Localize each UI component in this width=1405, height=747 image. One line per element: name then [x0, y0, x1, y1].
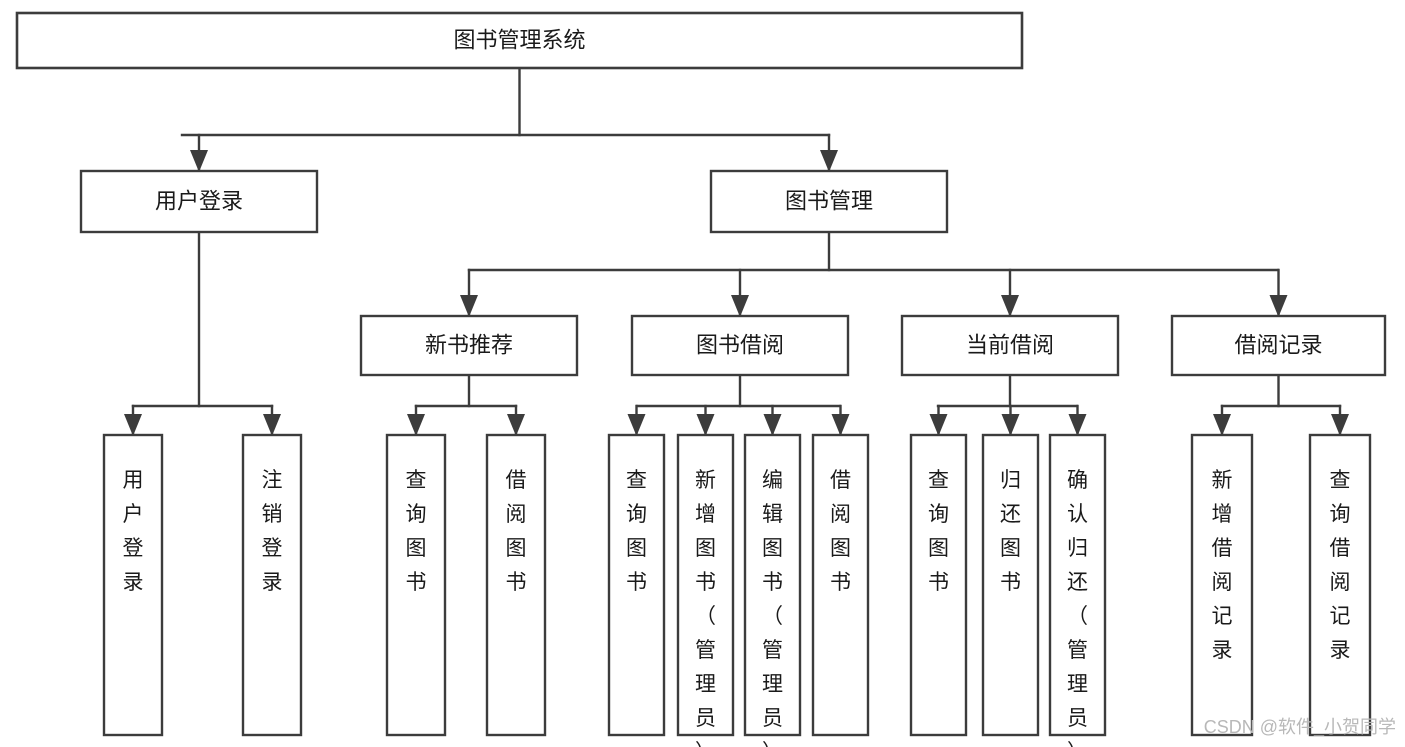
node-leaf-confirm-return-admin-label: 确认归还（管理员） — [1067, 469, 1088, 747]
arrow-head-borrow-record — [1269, 295, 1288, 317]
node-book-borrow-box[interactable] — [630, 314, 850, 377]
node-book-management-box[interactable] — [709, 169, 949, 234]
node-leaf-user-login-box[interactable] — [102, 433, 164, 737]
node-user-login[interactable]: 用户登录 — [79, 169, 319, 234]
arrow-head-book-management — [820, 150, 838, 172]
node-current-borrow[interactable]: 当前借阅 — [900, 314, 1120, 377]
node-leaf-borrow-book-mgmt-label: 借阅图书 — [830, 469, 851, 594]
node-leaf-query-borrow-record[interactable]: 查询借阅记录 — [1308, 433, 1372, 737]
node-leaf-user-logout-box[interactable] — [241, 433, 303, 737]
connector-layer — [124, 66, 1349, 436]
node-root-box[interactable] — [15, 11, 1024, 70]
node-leaf-user-login-label: 用户登录 — [123, 469, 144, 594]
node-leaf-borrow-book-mgmt-box[interactable] — [811, 433, 870, 737]
node-new-book-recommend-label: 新书推荐 — [425, 332, 513, 357]
node-leaf-query-book-rec-box[interactable] — [385, 433, 447, 737]
node-root-label: 图书管理系统 — [453, 27, 585, 52]
node-user-login-box[interactable] — [79, 169, 319, 234]
arrow-head-leaf-add-borrow-record — [1213, 414, 1231, 436]
arrow-head-leaf-user-logout — [263, 414, 281, 436]
arrow-head-leaf-confirm-return-admin — [1068, 414, 1087, 436]
node-leaf-query-book-current[interactable]: 查询图书 — [909, 433, 968, 737]
node-leaf-borrow-book-rec-box[interactable] — [485, 433, 547, 737]
node-layer: 图书管理系统用户登录图书管理新书推荐图书借阅当前借阅借阅记录用户登录注销登录查询… — [15, 11, 1387, 747]
node-leaf-query-book-mgmt-box[interactable] — [607, 433, 666, 737]
node-leaf-edit-book-admin-label: 编辑图书（管理员） — [762, 469, 783, 747]
arrow-head-leaf-query-borrow-record — [1331, 414, 1349, 436]
node-leaf-add-book-admin[interactable]: 新增图书（管理员） — [676, 433, 735, 747]
arrow-head-leaf-query-book-rec — [407, 414, 425, 436]
node-leaf-add-borrow-record-box[interactable] — [1190, 433, 1254, 737]
node-leaf-query-book-current-label: 查询图书 — [928, 469, 949, 594]
node-leaf-edit-book-admin-box[interactable] — [743, 433, 802, 737]
arrow-head-leaf-query-book-current — [929, 414, 948, 436]
node-leaf-borrow-book-mgmt[interactable]: 借阅图书 — [811, 433, 870, 737]
arrow-head-leaf-return-book — [1001, 414, 1020, 436]
node-leaf-query-book-rec[interactable]: 查询图书 — [385, 433, 447, 737]
node-borrow-record-label: 借阅记录 — [1234, 332, 1322, 357]
node-leaf-return-book-box[interactable] — [981, 433, 1040, 737]
node-book-management-label: 图书管理 — [785, 188, 873, 213]
node-leaf-add-book-admin-box[interactable] — [676, 433, 735, 737]
arrow-head-leaf-add-book-admin — [696, 414, 715, 436]
arrow-head-current-borrow — [1001, 295, 1019, 317]
node-leaf-return-book-label: 归还图书 — [1000, 469, 1021, 594]
arrow-head-book-borrow — [731, 295, 749, 317]
node-current-borrow-label: 当前借阅 — [966, 332, 1054, 357]
node-leaf-query-borrow-record-label: 查询借阅记录 — [1330, 469, 1351, 662]
node-new-book-recommend-box[interactable] — [359, 314, 579, 377]
node-leaf-user-logout[interactable]: 注销登录 — [241, 433, 303, 737]
node-user-login-label: 用户登录 — [155, 188, 243, 213]
node-leaf-add-borrow-record-label: 新增借阅记录 — [1212, 469, 1233, 662]
node-leaf-confirm-return-admin-box[interactable] — [1048, 433, 1107, 737]
node-leaf-user-logout-label: 注销登录 — [262, 469, 283, 594]
node-leaf-query-book-rec-label: 查询图书 — [406, 469, 427, 594]
node-leaf-add-borrow-record[interactable]: 新增借阅记录 — [1190, 433, 1254, 737]
arrow-head-leaf-query-book-mgmt — [627, 414, 646, 436]
node-book-management[interactable]: 图书管理 — [709, 169, 949, 234]
node-leaf-user-login[interactable]: 用户登录 — [102, 433, 164, 737]
node-leaf-query-book-current-box[interactable] — [909, 433, 968, 737]
node-leaf-query-book-mgmt-label: 查询图书 — [626, 469, 647, 594]
node-leaf-borrow-book-rec[interactable]: 借阅图书 — [485, 433, 547, 737]
node-borrow-record[interactable]: 借阅记录 — [1170, 314, 1387, 377]
node-leaf-borrow-book-rec-label: 借阅图书 — [506, 469, 527, 594]
node-leaf-query-book-mgmt[interactable]: 查询图书 — [607, 433, 666, 737]
arrow-head-new-book-recommend — [460, 295, 478, 317]
arrow-head-leaf-borrow-book-rec — [507, 414, 525, 436]
arrow-head-leaf-edit-book-admin — [763, 414, 782, 436]
node-root[interactable]: 图书管理系统 — [15, 11, 1024, 70]
arrow-head-leaf-user-login — [124, 414, 142, 436]
node-current-borrow-box[interactable] — [900, 314, 1120, 377]
node-leaf-add-book-admin-label: 新增图书（管理员） — [695, 469, 716, 747]
node-book-borrow[interactable]: 图书借阅 — [630, 314, 850, 377]
node-leaf-confirm-return-admin[interactable]: 确认归还（管理员） — [1048, 433, 1107, 747]
node-leaf-edit-book-admin[interactable]: 编辑图书（管理员） — [743, 433, 802, 747]
node-new-book-recommend[interactable]: 新书推荐 — [359, 314, 579, 377]
csdn-watermark: CSDN @软件_小贺同学 — [1204, 717, 1396, 738]
arrow-head-user-login — [190, 150, 208, 172]
node-book-borrow-label: 图书借阅 — [696, 332, 784, 357]
node-borrow-record-box[interactable] — [1170, 314, 1387, 377]
node-leaf-query-borrow-record-box[interactable] — [1308, 433, 1372, 737]
node-leaf-return-book[interactable]: 归还图书 — [981, 433, 1040, 737]
arrow-head-leaf-borrow-book-mgmt — [831, 414, 850, 436]
